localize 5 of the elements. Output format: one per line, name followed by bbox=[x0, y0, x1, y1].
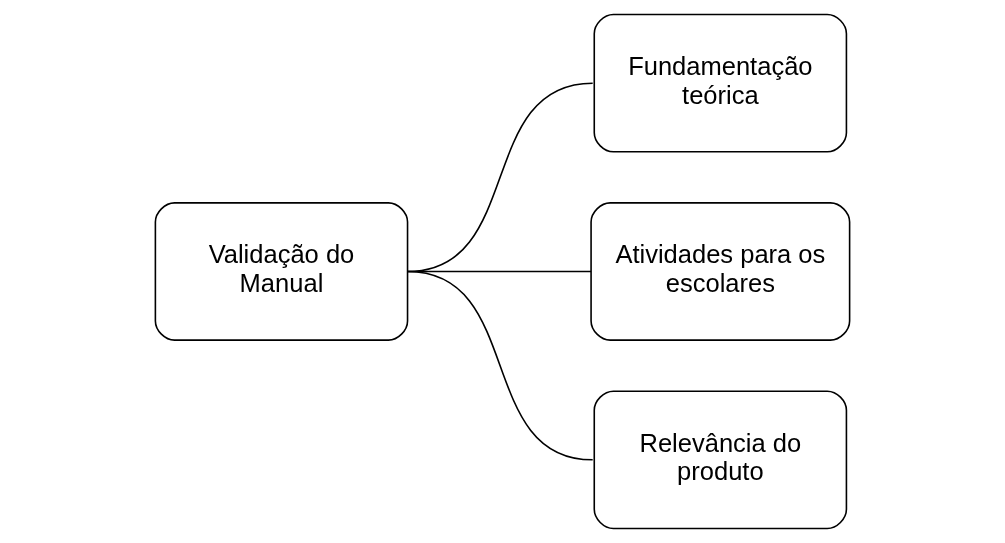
node-box: Atividades para os escolares bbox=[590, 202, 851, 341]
connector bbox=[406, 270, 594, 461]
node-box: Validação do Manual bbox=[154, 202, 409, 341]
node-box: Fundamentação teórica bbox=[593, 13, 848, 153]
node-box: Relevância do produto bbox=[593, 390, 848, 530]
